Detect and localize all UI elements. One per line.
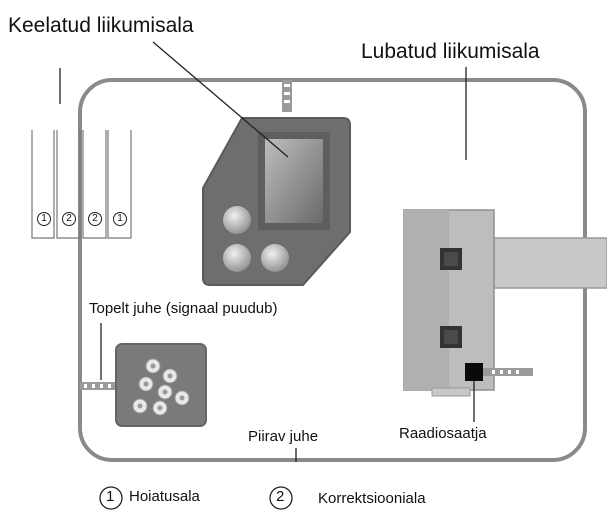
legend-circle-1 [99, 486, 123, 510]
top-connector [282, 80, 292, 112]
legend-number-1: 1 [106, 488, 115, 505]
zone-mark: 1 [113, 212, 127, 226]
house-forbidden-area [202, 117, 351, 286]
legend-number-2: 2 [276, 488, 285, 505]
flowerbed-forbidden-area [115, 343, 207, 427]
forbidden-label-pointer [152, 41, 289, 158]
legend-circle-2 [269, 486, 293, 510]
radio-transmitter [465, 363, 533, 422]
legend-label-1: Hoiatusala [129, 488, 200, 505]
double-wire [80, 323, 116, 390]
zone-mark: 1 [37, 212, 51, 226]
legend-label-2: Korrektsiooniala [318, 490, 426, 507]
zone-mark: 2 [62, 212, 76, 226]
allowed-area-label: Lubatud liikumisala [361, 40, 540, 63]
zone-mark: 2 [88, 212, 102, 226]
zone-strips [31, 68, 132, 239]
double-wire-label: Topelt juhe (signaal puudub) [89, 300, 278, 317]
radio-transmitter-label: Raadiosaatja [399, 425, 487, 442]
forbidden-area-label: Keelatud liikumisala [8, 14, 194, 37]
boundary-wire-label: Piirav juhe [248, 428, 319, 445]
charging-station [403, 209, 607, 397]
